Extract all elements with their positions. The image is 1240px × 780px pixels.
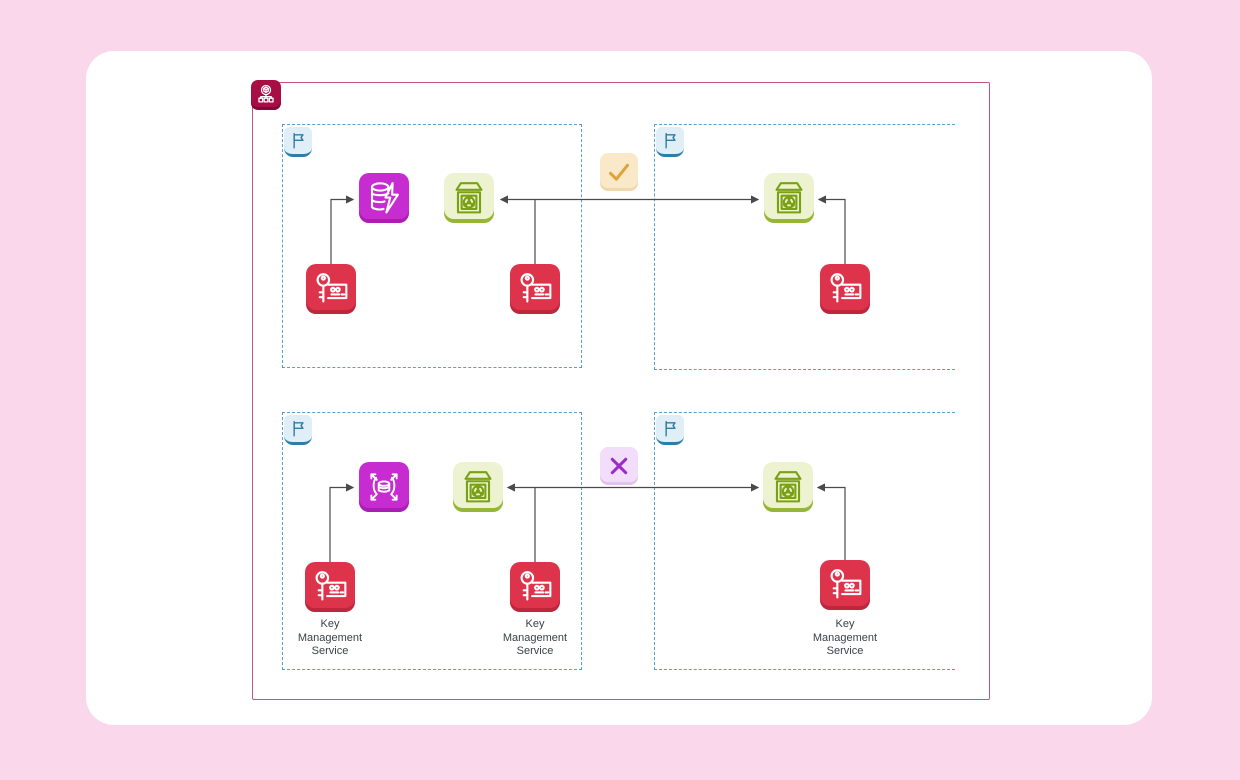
kms-node[interactable]: [820, 560, 870, 610]
org-badge[interactable]: [251, 80, 281, 110]
database-lightning-icon: [361, 175, 407, 221]
kms-node[interactable]: [510, 562, 560, 612]
backup-vault-node[interactable]: [764, 173, 814, 223]
kms-node-label: Key Management Service: [297, 618, 363, 657]
kms-node[interactable]: [510, 264, 560, 314]
database-global-node[interactable]: [359, 462, 409, 512]
flag-icon: [658, 417, 682, 441]
region-top-left[interactable]: [282, 124, 582, 368]
region-flag-badge: [656, 415, 684, 445]
region-flag-badge: [284, 127, 312, 157]
region-bottom-right[interactable]: [654, 412, 955, 670]
denied-badge[interactable]: [600, 447, 638, 485]
backup-vault-icon: [455, 464, 501, 510]
flag-icon: [286, 129, 310, 153]
organizations-icon: [253, 82, 279, 108]
key-management-service-icon: [308, 266, 354, 312]
backup-vault-icon: [446, 175, 492, 221]
region-bottom-left[interactable]: [282, 412, 582, 670]
region-top-right[interactable]: [654, 124, 955, 370]
flag-icon: [286, 417, 310, 441]
kms-node[interactable]: [306, 264, 356, 314]
region-flag-badge: [656, 127, 684, 157]
key-management-service-icon: [512, 564, 558, 610]
region-flag-badge: [284, 415, 312, 445]
key-management-service-icon: [307, 564, 353, 610]
allowed-badge[interactable]: [600, 153, 638, 191]
flag-icon: [658, 129, 682, 153]
kms-node[interactable]: [305, 562, 355, 612]
backup-vault-icon: [765, 464, 811, 510]
backup-vault-node[interactable]: [444, 173, 494, 223]
kms-node-label: Key Management Service: [812, 618, 878, 657]
backup-vault-icon: [766, 175, 812, 221]
key-management-service-icon: [822, 562, 868, 608]
kms-node[interactable]: [820, 264, 870, 314]
cross-icon: [602, 449, 636, 483]
database-global-replication-icon: [361, 464, 407, 510]
organization-boundary[interactable]: [252, 82, 990, 700]
key-management-service-icon: [822, 266, 868, 312]
kms-node-label: Key Management Service: [502, 618, 568, 657]
backup-vault-node[interactable]: [453, 462, 503, 512]
key-management-service-icon: [512, 266, 558, 312]
database-cache-node[interactable]: [359, 173, 409, 223]
backup-vault-node[interactable]: [763, 462, 813, 512]
check-icon: [602, 155, 636, 189]
